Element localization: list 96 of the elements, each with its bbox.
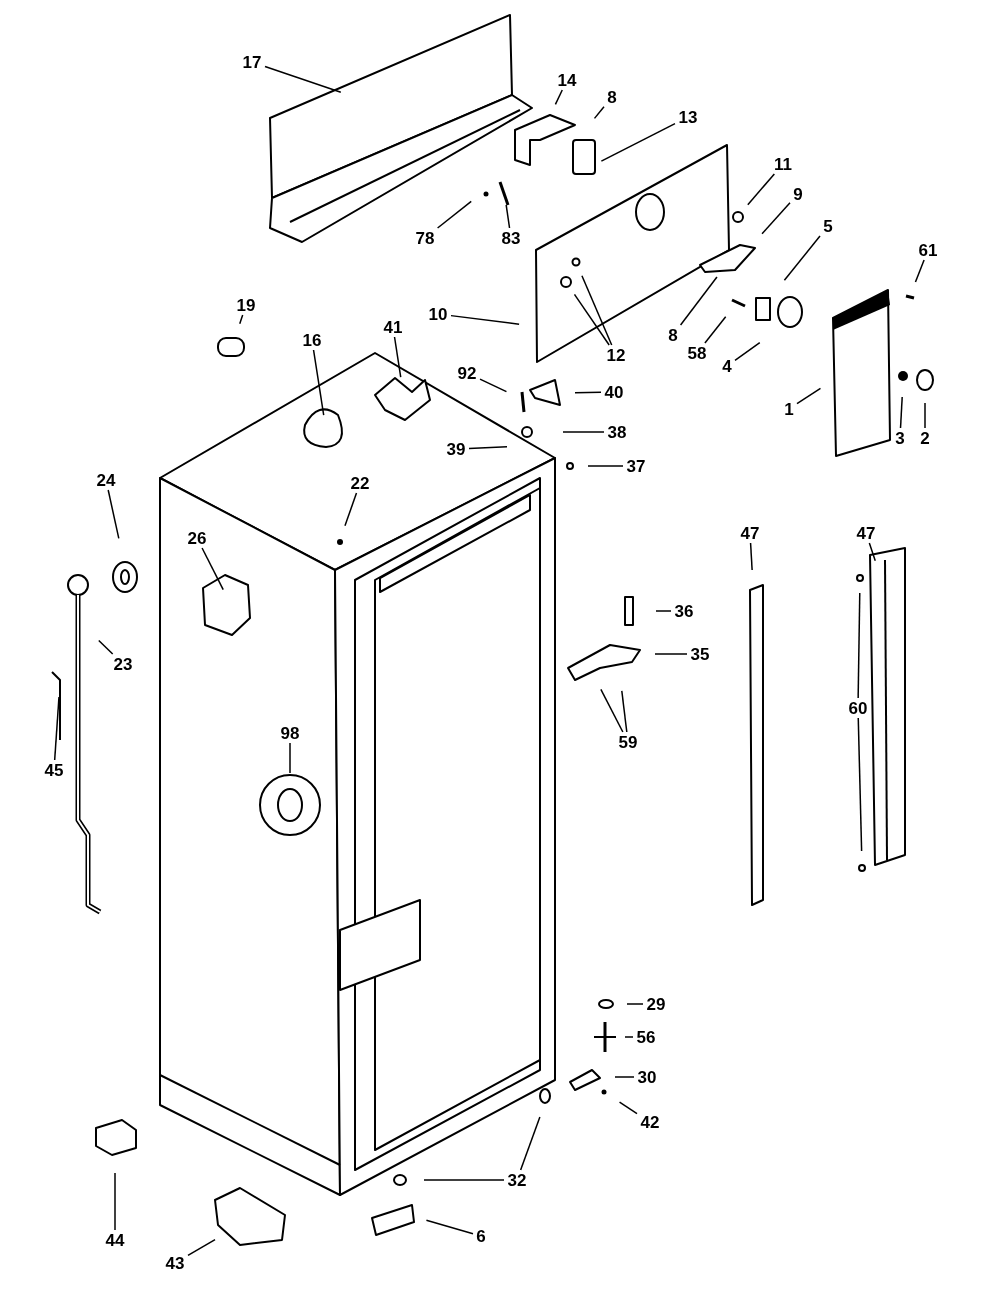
callout-number: 3	[895, 429, 905, 447]
callout-number: 47	[856, 524, 876, 542]
leader-line	[264, 65, 342, 93]
callout-number: 26	[187, 529, 207, 547]
leader-line	[450, 314, 520, 325]
leader-line	[574, 391, 602, 394]
callout-number: 13	[678, 108, 698, 126]
leader-line	[626, 1003, 644, 1005]
callout-number: 60	[848, 699, 868, 717]
leader-line	[600, 688, 624, 733]
callout-number: 98	[280, 724, 300, 742]
callout-number: 42	[640, 1113, 660, 1131]
leader-line	[654, 653, 688, 655]
leader-line	[899, 396, 903, 429]
callout-number: 8	[668, 326, 678, 344]
callout-number: 6	[476, 1227, 486, 1245]
leader-line	[704, 316, 727, 344]
callout-number: 35	[690, 645, 710, 663]
callout-number: 44	[105, 1231, 125, 1249]
leader-line	[554, 89, 563, 106]
leader-line	[468, 445, 508, 450]
callout-number: 56	[636, 1028, 656, 1046]
leader-line	[868, 542, 876, 562]
callout-number: 40	[604, 383, 624, 401]
leader-line	[857, 592, 861, 699]
leader-line	[747, 173, 776, 206]
leader-line	[924, 402, 926, 429]
callout-number: 47	[740, 524, 760, 542]
callout-number: 38	[607, 423, 627, 441]
callout-number: 4	[722, 357, 732, 375]
callout-number: 92	[457, 364, 477, 382]
leader-line	[519, 1116, 541, 1171]
callout-number: 8	[607, 88, 617, 106]
callout-number: 19	[236, 296, 256, 314]
leader-line	[312, 349, 325, 416]
leader-line	[425, 1219, 474, 1235]
leader-line	[187, 1238, 216, 1257]
leader-line	[593, 106, 605, 120]
leader-line	[618, 1101, 638, 1115]
leader-line	[749, 542, 753, 571]
leader-line	[573, 293, 610, 346]
callout-number: 10	[428, 305, 448, 323]
leader-line	[624, 1036, 634, 1038]
leader-line	[436, 200, 472, 229]
callout-number: 11	[774, 155, 792, 173]
leader-line	[587, 465, 624, 467]
callout-number: 45	[44, 761, 64, 779]
callout-number: 43	[165, 1254, 185, 1272]
callout-number: 22	[350, 474, 370, 492]
leader-line	[201, 547, 224, 591]
callout-number: 5	[823, 217, 833, 235]
leader-line	[53, 696, 60, 761]
callout-number: 16	[302, 331, 322, 349]
leader-line	[679, 276, 718, 326]
leader-line	[393, 336, 402, 378]
leader-line	[423, 1179, 505, 1181]
callout-number: 30	[637, 1068, 657, 1086]
leader-line	[857, 717, 863, 852]
leader-line	[761, 202, 791, 235]
leader-line	[600, 122, 676, 162]
leader-line	[614, 1076, 635, 1078]
leader-line	[289, 742, 291, 774]
callout-number: 59	[618, 733, 638, 751]
callout-number: 14	[557, 71, 577, 89]
callout-number: 32	[507, 1171, 527, 1189]
callout-number: 61	[918, 241, 938, 259]
callout-number: 9	[793, 185, 803, 203]
leader-line	[114, 1172, 116, 1231]
leader-line	[98, 639, 114, 655]
callout-number: 41	[383, 318, 403, 336]
callout-number: 2	[920, 429, 930, 447]
callout-number: 17	[242, 53, 262, 71]
leader-line	[107, 489, 120, 540]
callout-number: 23	[113, 655, 133, 673]
leader-line	[562, 431, 605, 433]
callout-number: 39	[446, 440, 466, 458]
callout-number: 24	[96, 471, 116, 489]
leader-line	[505, 204, 511, 229]
callout-number: 83	[501, 229, 521, 247]
leader-line	[783, 235, 821, 282]
leader-line	[796, 387, 822, 405]
callout-number: 78	[415, 229, 435, 247]
callout-number: 29	[646, 995, 666, 1013]
callout-number: 37	[626, 457, 646, 475]
leader-line	[239, 314, 244, 325]
callout-number: 36	[674, 602, 694, 620]
leader-line	[734, 341, 761, 362]
leader-line	[581, 275, 613, 346]
callout-number: 58	[687, 344, 707, 362]
leader-line	[621, 690, 628, 733]
leader-line	[655, 610, 672, 612]
leader-line	[914, 259, 925, 283]
leader-line	[344, 492, 358, 527]
callout-number: 12	[606, 346, 626, 364]
leader-line	[479, 378, 508, 393]
callout-number: 1	[784, 400, 794, 418]
